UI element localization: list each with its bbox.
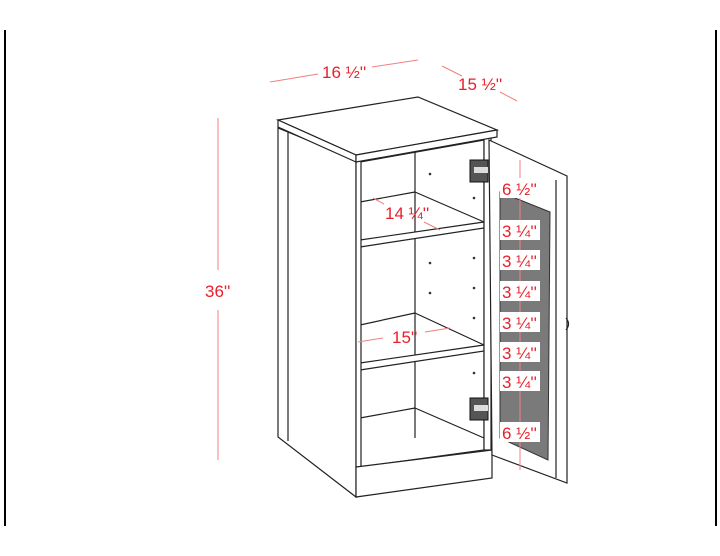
- width-label: 16 ½'': [322, 63, 366, 82]
- interior: [359, 139, 485, 468]
- spacing-label: 6 ½'': [502, 180, 537, 199]
- spacing-label: 6 ½'': [502, 424, 537, 443]
- spacing-label: 3 ¼'': [502, 373, 537, 392]
- hinge-icon: [469, 159, 489, 183]
- spacing-label: 3 ¼'': [502, 252, 537, 271]
- base: [355, 449, 493, 498]
- hinge-icon: [469, 397, 489, 421]
- interior-width-label: 15'': [392, 328, 417, 347]
- spacing-label: 3 ¼'': [502, 283, 537, 302]
- spacing-label: 3 ¼'': [502, 314, 537, 333]
- door-handle: [565, 317, 570, 331]
- dimension-labels: 16 ½'' 15 ½'' 36'' 14 ¼'' 15'': [205, 63, 502, 347]
- shelf-depth-label: 14 ¼'': [385, 204, 429, 223]
- depth-label: 15 ½'': [458, 75, 502, 94]
- spacing-label: 3 ¼'': [502, 222, 537, 241]
- side-panel: [277, 127, 357, 499]
- door-spacing-labels: 6 ½'' 3 ¼'' 3 ¼'' 3 ¼'' 3 ¼'' 3 ¼'' 3 ¼'…: [500, 178, 540, 443]
- height-label: 36'': [205, 282, 230, 301]
- spacing-label: 3 ¼'': [502, 344, 537, 363]
